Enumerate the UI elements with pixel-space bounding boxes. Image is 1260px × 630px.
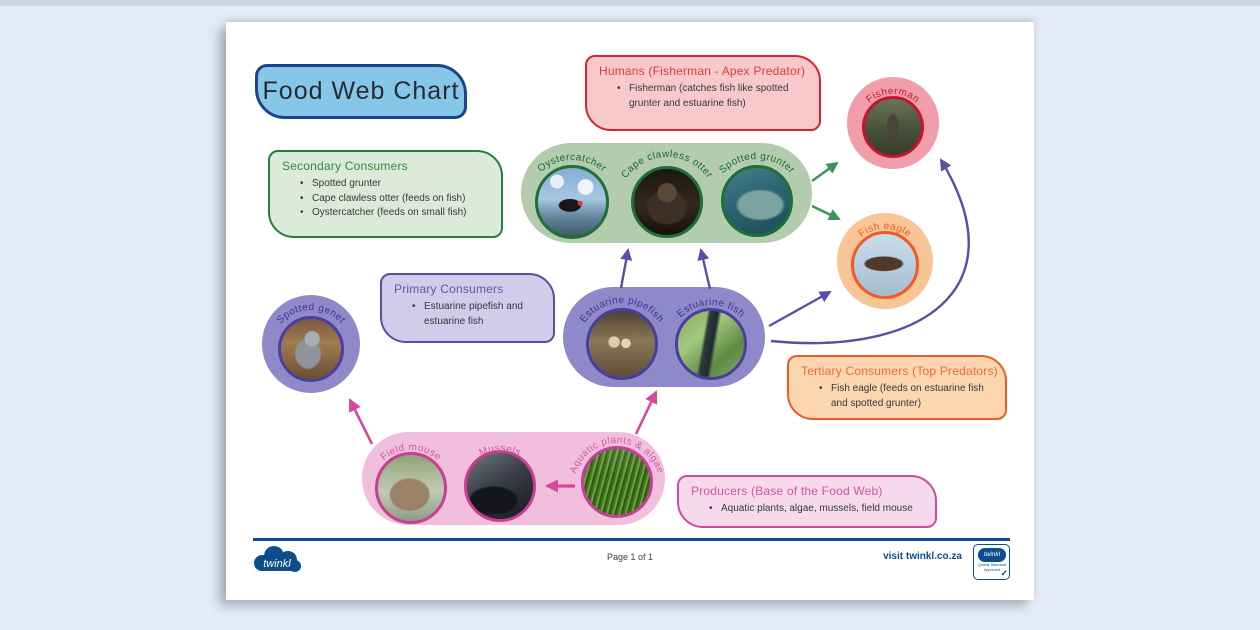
quality-badge: twinkl Quality Standard Approved ✓ — [973, 544, 1010, 580]
humans-callout-box: Humans (Fisherman - Apex Predator) Fishe… — [585, 55, 821, 131]
mussels-photo — [464, 450, 536, 522]
tertiary-consumers-callout-title: Tertiary Consumers (Top Predators) — [801, 364, 998, 378]
bullet-item: Oystercatcher (feeds on small fish) — [300, 206, 493, 221]
bullet-item: Fish eagle (feeds on estuarine fish and … — [819, 382, 993, 411]
secondary-consumers-callout-title: Secondary Consumers — [282, 159, 408, 173]
bullet-item: Spotted grunter — [300, 177, 493, 192]
bullet-item: Fisherman (catches fish like spotted gru… — [617, 82, 811, 111]
cape-clawless-otter-photo — [631, 166, 703, 238]
page-title-text: Food Web Chart — [262, 77, 460, 105]
producers-bullet-list: Aquatic plants, algae, mussels, field mo… — [691, 502, 927, 517]
twinkl-logo: twinkl — [254, 546, 301, 572]
secondary-consumers-callout-box: Secondary Consumers Spotted grunter Cape… — [268, 150, 503, 238]
aquatic-plants-photo — [581, 446, 653, 518]
page-number: Page 1 of 1 — [606, 552, 654, 562]
badge-text: Quality Standard Approved — [977, 563, 1007, 572]
badge-checkmark-icon: ✓ — [1000, 568, 1008, 578]
estuarine-pipefish-photo — [586, 308, 658, 380]
fish-eagle-photo — [851, 231, 919, 299]
tertiary-consumers-callout-box: Tertiary Consumers (Top Predators) Fish … — [787, 355, 1007, 420]
badge-brand: twinkl — [978, 548, 1006, 562]
spotted-grunter-photo — [721, 165, 793, 237]
fisherman-node — [847, 77, 939, 169]
bullet-item: Estuarine pipefish and estuarine fish — [412, 300, 550, 329]
producers-callout-box: Producers (Base of the Food Web) Aquatic… — [677, 475, 937, 528]
spotted-genet-photo — [278, 316, 344, 382]
producers-callout-title: Producers (Base of the Food Web) — [691, 484, 883, 498]
primary-consumers-callout-title: Primary Consumers — [394, 282, 504, 296]
fisherman-photo — [862, 96, 924, 158]
oystercatcher-photo — [535, 165, 609, 239]
footer-divider — [253, 538, 1010, 541]
page-title: Food Web Chart — [255, 64, 467, 119]
tertiary-bullet-list: Fish eagle (feeds on estuarine fish and … — [801, 382, 997, 411]
fish-eagle-node — [837, 213, 933, 309]
primary-bullet-list: Estuarine pipefish and estuarine fish — [394, 300, 545, 329]
humans-callout-title: Humans (Fisherman - Apex Predator) — [599, 64, 806, 78]
bullet-item: Cape clawless otter (feeds on fish) — [300, 192, 493, 207]
primary-consumers-callout-box: Primary Consumers Estuarine pipefish and… — [380, 273, 555, 343]
secondary-bullet-list: Spotted grunter Cape clawless otter (fee… — [282, 177, 493, 221]
visit-link: visit twinkl.co.za — [883, 551, 962, 562]
top-edge-band — [0, 0, 1260, 6]
estuarine-fish-photo — [675, 308, 747, 380]
field-mouse-photo — [375, 452, 447, 524]
svg-text:twinkl: twinkl — [263, 558, 291, 570]
bullet-item: Aquatic plants, algae, mussels, field mo… — [709, 502, 927, 517]
spotted-genet-node — [262, 295, 360, 393]
humans-bullet-list: Fisherman (catches fish like spotted gru… — [599, 82, 811, 111]
